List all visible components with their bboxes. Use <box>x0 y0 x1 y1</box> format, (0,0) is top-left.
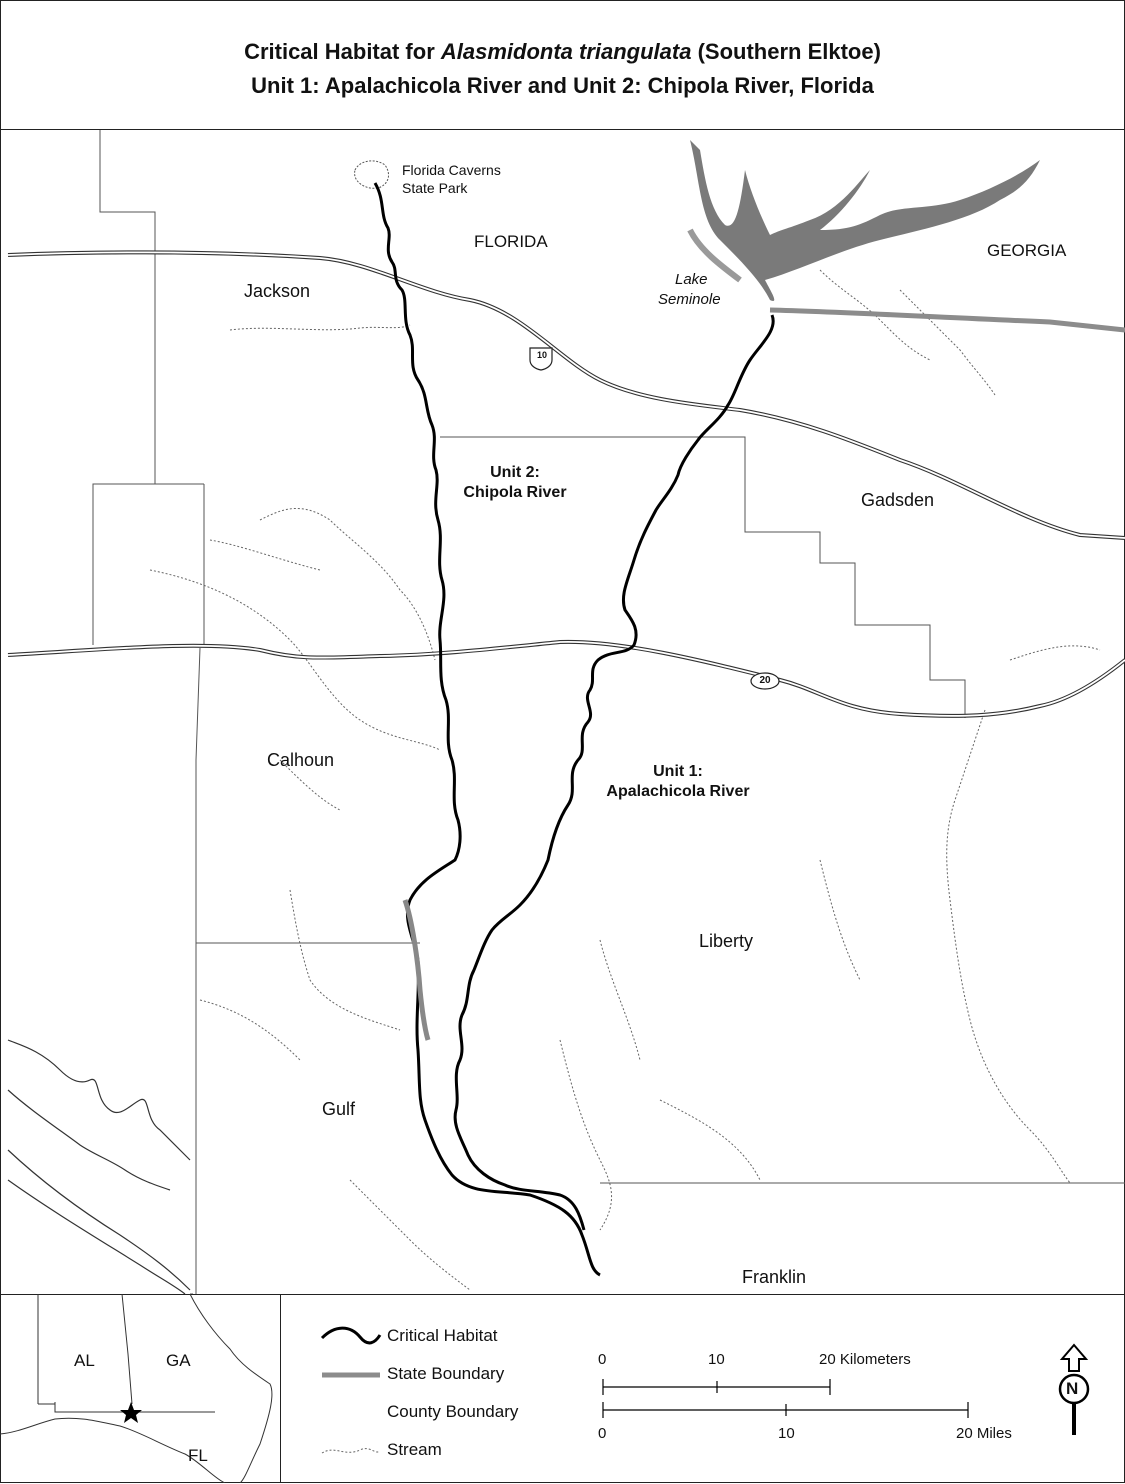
streams <box>149 269 1101 1291</box>
km-tick-10: 10 <box>708 1351 725 1368</box>
mi-tick-0: 0 <box>598 1425 607 1442</box>
title-line-2: Unit 1: Apalachicola River and Unit 2: C… <box>251 73 874 98</box>
inset-state-lines <box>0 1294 273 1483</box>
chipola-dead-lakes <box>402 899 431 1041</box>
inset-locator-map: AL GA FL <box>0 1294 281 1483</box>
i10-shield-label: 10 <box>536 350 547 360</box>
gulf-label: Gulf <box>322 1099 356 1119</box>
florida-label: FLORIDA <box>474 232 548 251</box>
inset-label-ga: GA <box>166 1351 191 1370</box>
legend-state-boundary: State Boundary <box>387 1364 505 1383</box>
legend-habitat-symbol <box>320 1326 382 1345</box>
sr20-shield-label: 20 <box>759 675 771 686</box>
species-name: Alasmidonta triangulata <box>440 39 692 64</box>
inset-label-al: AL <box>74 1351 95 1370</box>
liberty-label: Liberty <box>699 931 754 951</box>
legend-stream: Stream <box>387 1440 442 1459</box>
park-label-line1: Florida Caverns <box>402 162 501 178</box>
i10-shield <box>529 347 553 371</box>
calhoun-label: Calhoun <box>267 750 335 770</box>
county-boundaries <box>92 130 1125 1294</box>
legend-stream-symbol <box>321 1448 381 1454</box>
georgia-label: GEORGIA <box>987 241 1067 260</box>
lake-label-line2: Seminole <box>658 291 721 308</box>
mi-tick-10: 10 <box>778 1425 795 1442</box>
km-tick-0: 0 <box>598 1351 607 1368</box>
sr20-shield <box>750 672 780 690</box>
km-tick-20: 20 Kilometers <box>819 1351 911 1368</box>
title-line-1: Critical Habitat for Alasmidonta triangu… <box>244 39 881 64</box>
state-boundary-line <box>769 307 1125 333</box>
legend-county-boundary: County Boundary <box>387 1402 519 1421</box>
mi-tick-20: 20 Miles <box>956 1425 1012 1442</box>
inset-map-shapes <box>0 1294 273 1483</box>
north-arrow-icon <box>1058 1343 1090 1435</box>
location-star-icon <box>120 1402 142 1423</box>
franklin-label: Franklin <box>742 1267 807 1287</box>
north-arrow-letter: N <box>1066 1379 1079 1398</box>
legend-symbols <box>320 1326 1090 1454</box>
unit-2-label: Unit 2: Chipola River <box>463 464 567 501</box>
inset-label-fl: FL <box>188 1446 208 1465</box>
lake-label-line1: Lake <box>675 271 708 288</box>
lake-seminole-shape <box>687 140 1040 301</box>
gulf-coastline <box>7 1039 191 1294</box>
unit-2-chipola-river-habitat <box>373 182 601 1277</box>
map-canvas <box>7 130 1125 1294</box>
unit-1-label: Unit 1: Apalachicola River <box>606 763 750 800</box>
map-title: Critical Habitat for Alasmidonta triangu… <box>1 1 1124 130</box>
florida-caverns-park-outline <box>354 160 389 189</box>
state-road-20 <box>7 639 1125 718</box>
jackson-label: Jackson <box>244 281 311 301</box>
legend-critical-habitat: Critical Habitat <box>387 1326 498 1345</box>
interstate-10-road <box>7 250 1125 540</box>
unit-1-apalachicola-river-habitat <box>453 314 775 1231</box>
park-label-line2: State Park <box>402 180 468 196</box>
gadsden-label: Gadsden <box>861 490 935 510</box>
legend-panel: Critical Habitat State Boundary County B… <box>0 1294 1125 1484</box>
